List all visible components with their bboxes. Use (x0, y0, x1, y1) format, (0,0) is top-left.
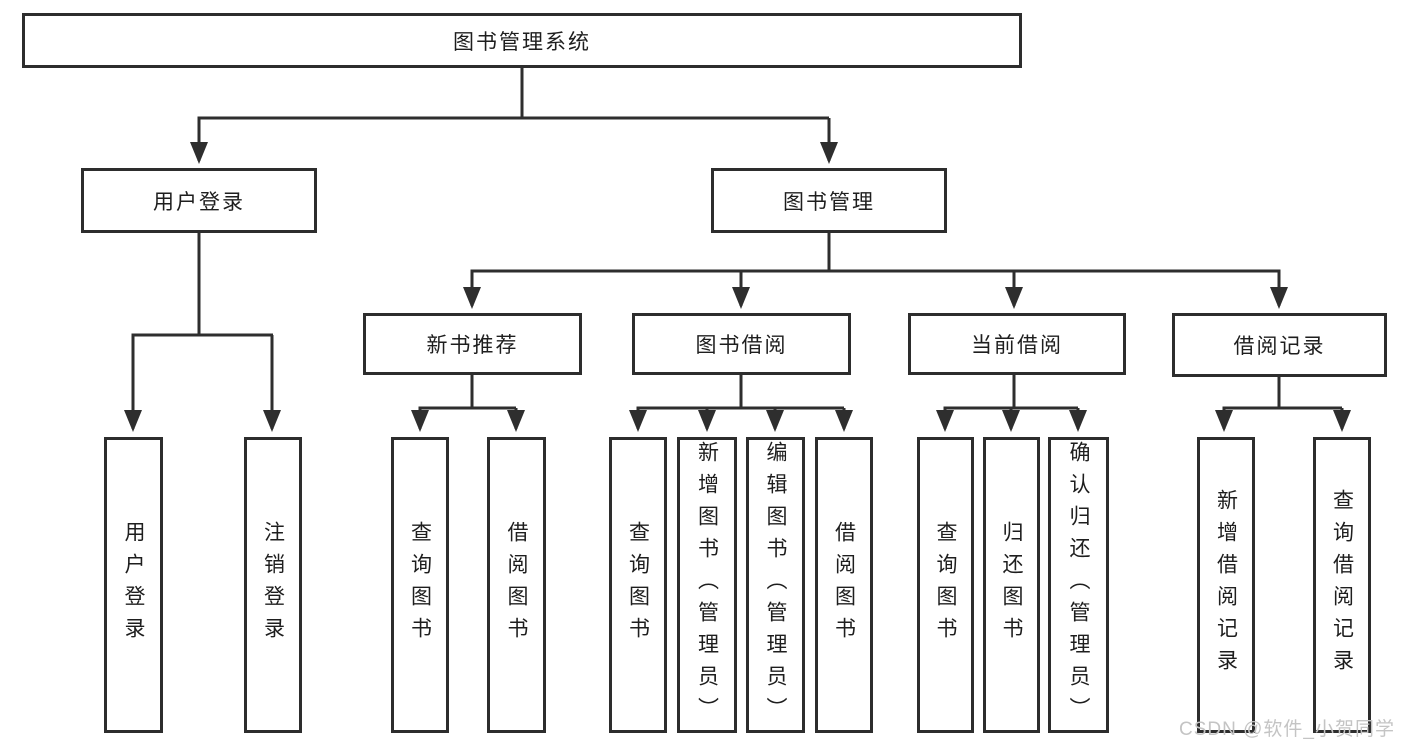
node-label: 用户登录 (122, 521, 145, 649)
node-label: 注销登录 (261, 521, 285, 649)
node-label: 图书管理 (783, 190, 875, 214)
leaf-query-borrow-record: 查询借阅记录 (1313, 437, 1371, 733)
node-label: 确认归还（管理员） (1067, 441, 1090, 729)
node-borrowing-records: 借阅记录 (1172, 313, 1387, 377)
leaf-edit-book-admin: 编辑图书（管理员） (746, 437, 805, 733)
leaf-query-books-recommend: 查询图书 (391, 437, 449, 733)
node-library-management-system: 图书管理系统 (22, 13, 1022, 68)
leaf-return-book: 归还图书 (983, 437, 1040, 733)
node-current-borrowing: 当前借阅 (908, 313, 1126, 375)
node-label: 借阅图书 (832, 521, 856, 649)
node-user-login: 用户登录 (81, 168, 317, 233)
node-label: 编辑图书（管理员） (764, 441, 787, 729)
node-label: 查询图书 (934, 521, 957, 649)
csdn-watermark: CSDN @软件_小贺同学 (1179, 719, 1395, 740)
leaf-user-login: 用户登录 (104, 437, 163, 733)
leaf-borrow-books: 借阅图书 (815, 437, 873, 733)
node-book-borrowing: 图书借阅 (632, 313, 851, 375)
node-label: 用户登录 (153, 190, 245, 214)
leaf-borrow-books-recommend: 借阅图书 (487, 437, 546, 733)
node-label: 图书管理系统 (453, 30, 591, 54)
node-label: 借阅图书 (505, 521, 528, 649)
node-new-book-recommend: 新书推荐 (363, 313, 582, 375)
node-label: 当前借阅 (971, 334, 1063, 357)
node-label: 图书借阅 (695, 334, 788, 357)
leaf-query-books-current: 查询图书 (917, 437, 974, 733)
node-label: 新增借阅记录 (1214, 489, 1238, 681)
node-label: 新增图书（管理员） (695, 441, 719, 729)
node-label: 查询图书 (408, 521, 432, 649)
leaf-add-book-admin: 新增图书（管理员） (677, 437, 737, 733)
node-label: 查询图书 (626, 521, 650, 649)
node-book-management: 图书管理 (711, 168, 947, 233)
node-label: 新书推荐 (426, 334, 519, 357)
leaf-confirm-return-admin: 确认归还（管理员） (1048, 437, 1109, 733)
node-label: 归还图书 (1000, 521, 1023, 649)
node-label: 查询借阅记录 (1330, 489, 1354, 681)
leaf-query-books-borrowing: 查询图书 (609, 437, 667, 733)
leaf-logout: 注销登录 (244, 437, 302, 733)
node-label: 借阅记录 (1233, 335, 1326, 358)
leaf-add-borrow-record: 新增借阅记录 (1197, 437, 1255, 733)
